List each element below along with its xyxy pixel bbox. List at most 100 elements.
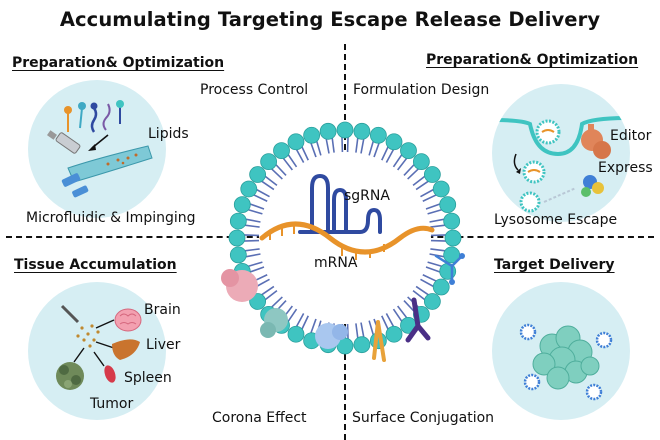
lipid-tail [412, 174, 427, 187]
brain-icon [114, 308, 142, 332]
surface-ligands-icon [372, 253, 465, 362]
lipid-tail [309, 141, 317, 158]
lipid-tail [263, 174, 278, 187]
lipid-tail [385, 148, 395, 163]
lipid-head [353, 122, 371, 140]
lipid-head [423, 293, 441, 310]
expressed-protein-icon [581, 175, 604, 197]
lnp-core [259, 152, 431, 324]
lipid-tail [270, 167, 283, 180]
lipid-tail [243, 224, 260, 228]
lipid-tail [270, 296, 283, 309]
lipid-tail [425, 266, 442, 274]
lipid-head [443, 212, 461, 230]
heading-top-right: Preparation& Optimization [426, 52, 639, 68]
lipid-nanoparticle [200, 60, 490, 430]
lipid-tail [263, 289, 278, 302]
nanoparticle-icon [519, 323, 613, 401]
label-liver: Liver [146, 337, 181, 353]
lipid-tail [392, 308, 404, 323]
lipid-tail [415, 179, 430, 191]
label-mrna: mRNA [314, 255, 358, 271]
lipid-head [240, 180, 258, 198]
mrna-strand-icon [259, 221, 435, 260]
lipid-tail [430, 224, 447, 228]
corona-proteins-icon [221, 269, 348, 349]
lipid-tail [427, 261, 444, 268]
lipid-tail [422, 193, 438, 202]
lipid-head [353, 336, 371, 354]
label-lysosome-escape: Lysosome Escape [494, 212, 618, 228]
injection-icon [60, 304, 80, 324]
lipid-tail [368, 320, 375, 337]
diagram-title: Accumulating Targeting Escape Release De… [59, 8, 601, 31]
lipid-tail [381, 315, 390, 331]
lipid-head [432, 180, 450, 198]
lipid-tail [260, 179, 275, 191]
lipid-molecules-icon [64, 100, 124, 133]
lipid-tail [246, 261, 263, 268]
spleen-icon [104, 365, 116, 383]
preparation-illustration [28, 80, 166, 218]
lipid-tail [396, 305, 409, 320]
lipid-head [303, 126, 321, 144]
lipid-head [260, 153, 278, 171]
lipid-tail [252, 193, 268, 202]
lipid-head [249, 293, 267, 310]
lipid-tail [360, 137, 365, 154]
lipid-tail [309, 318, 317, 335]
lipid-head [439, 196, 457, 214]
lipid-tail [300, 315, 309, 331]
label-microfluidic: Microfluidic & Impinging [26, 210, 196, 226]
liver-icon [112, 339, 140, 360]
lipid-tail [355, 136, 359, 153]
lipid-tail [281, 156, 294, 171]
lipid-tail [286, 308, 298, 323]
lipid-head [423, 166, 441, 183]
label-lipids: Lipids [148, 126, 189, 142]
lipid-tail [355, 323, 359, 340]
lipid-head [273, 142, 290, 160]
label-editor: Editor [610, 128, 652, 144]
heading-bottom-left: Tissue Accumulation [14, 257, 177, 273]
lipid-head [336, 121, 354, 139]
lipid-tail [274, 163, 287, 176]
label-express: Express [598, 160, 653, 176]
lipid-tail [286, 153, 298, 168]
lipid-head [233, 196, 251, 214]
lipid-tail [396, 156, 409, 171]
lipid-tail [403, 163, 416, 176]
lipid-head [249, 166, 267, 183]
lipid-head [400, 142, 417, 160]
lipid-head [229, 246, 247, 264]
lipid-tail [325, 137, 330, 154]
lipid-head [369, 126, 387, 144]
lipid-tail [315, 139, 322, 156]
lipid-tail [425, 202, 442, 210]
lipid-head [319, 122, 337, 140]
lipid-tail [427, 208, 444, 215]
lipid-tail [300, 145, 309, 161]
lipid-head [287, 325, 305, 343]
lipid-tail [244, 218, 261, 223]
lipid-tail [420, 278, 435, 288]
heading-bottom-right: Target Delivery [494, 257, 615, 273]
lipid-tail [255, 188, 270, 198]
label-process-control: Process Control [200, 82, 309, 98]
lipid-tail [244, 253, 261, 258]
lipid-tail [295, 313, 305, 328]
target-delivery-illustration [492, 282, 630, 420]
label-formulation-design: Formulation Design [353, 82, 490, 98]
lipid-tail [422, 274, 438, 283]
lipid-tail [373, 141, 381, 158]
heading-top-left: Preparation& Optimization [12, 55, 225, 71]
tissue-illustration [28, 282, 166, 420]
lipid-head [432, 278, 450, 296]
label-sgrna: sgRNA [344, 188, 390, 204]
nanoparticle-icon [519, 119, 561, 213]
label-corona-effect: Corona Effect [212, 410, 307, 426]
lipid-tail [430, 248, 447, 252]
lipid-tail [429, 218, 446, 223]
label-spleen: Spleen [124, 370, 172, 386]
lipid-tail [248, 202, 265, 210]
